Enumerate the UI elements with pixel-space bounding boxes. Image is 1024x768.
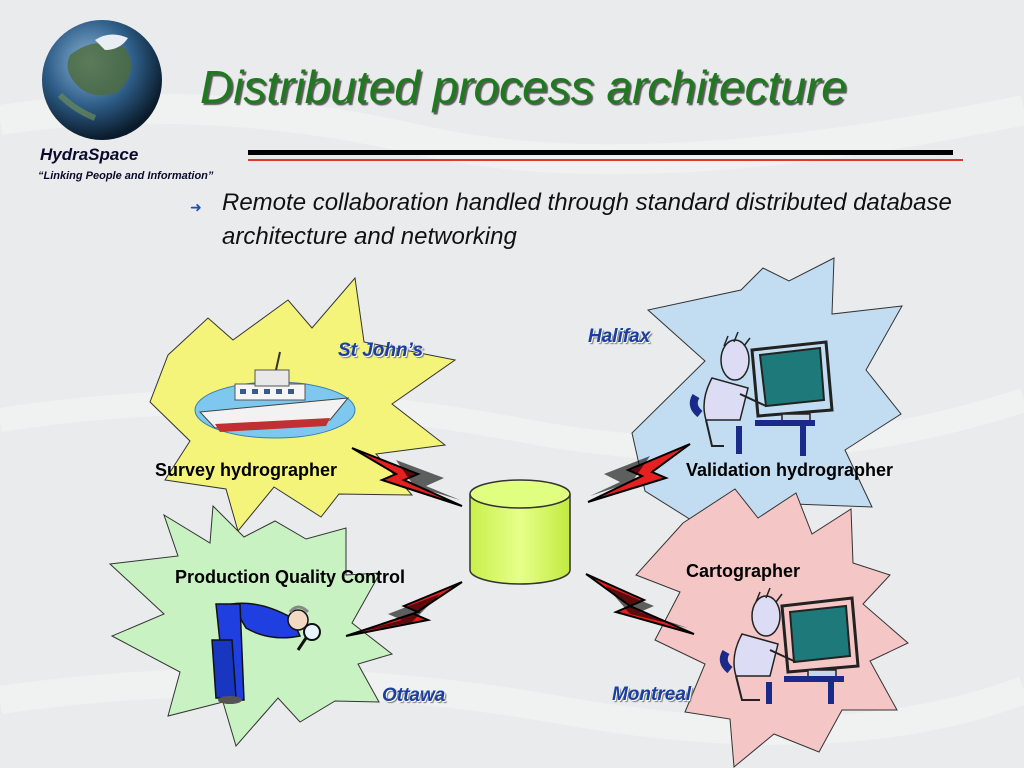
place-label-stjohns: St John’s xyxy=(338,340,424,361)
network-arrow-ottawa xyxy=(345,581,463,637)
role-label-production-quality-control: Production Quality Control xyxy=(175,567,405,587)
network-arrow-halifax xyxy=(587,443,691,503)
slide-title: Distributed process architecture xyxy=(200,61,847,113)
central-database-icon xyxy=(469,479,571,585)
role-label-survey-hydrographer: Survey hydrographer xyxy=(155,460,338,480)
network-arrow-stjohns xyxy=(351,447,463,507)
ship-icon xyxy=(194,351,356,439)
place-label-montreal: Montreal xyxy=(612,684,692,705)
role-label-validation-hydrographer: Validation hydrographer xyxy=(686,460,894,480)
title-rule-black xyxy=(248,150,953,155)
title-rule-red xyxy=(248,159,963,161)
bullet-text: Remote collaboration handled through sta… xyxy=(222,189,952,250)
globe-logo-icon xyxy=(42,20,162,140)
place-label-halifax: Halifax xyxy=(588,326,651,347)
bullet-arrow-icon: ➜ xyxy=(190,199,202,215)
network-arrow-montreal xyxy=(585,573,695,635)
brand-name: HydraSpace xyxy=(40,145,139,164)
montreal-person-at-computer-icon xyxy=(719,587,860,704)
brand-tagline: “Linking People and Information” xyxy=(38,170,214,182)
place-label-ottawa: Ottawa xyxy=(382,685,446,706)
role-label-cartographer: Cartographer xyxy=(686,561,801,581)
inspector-with-magnifier-icon xyxy=(211,602,321,704)
halifax-person-at-computer-icon xyxy=(689,331,834,456)
